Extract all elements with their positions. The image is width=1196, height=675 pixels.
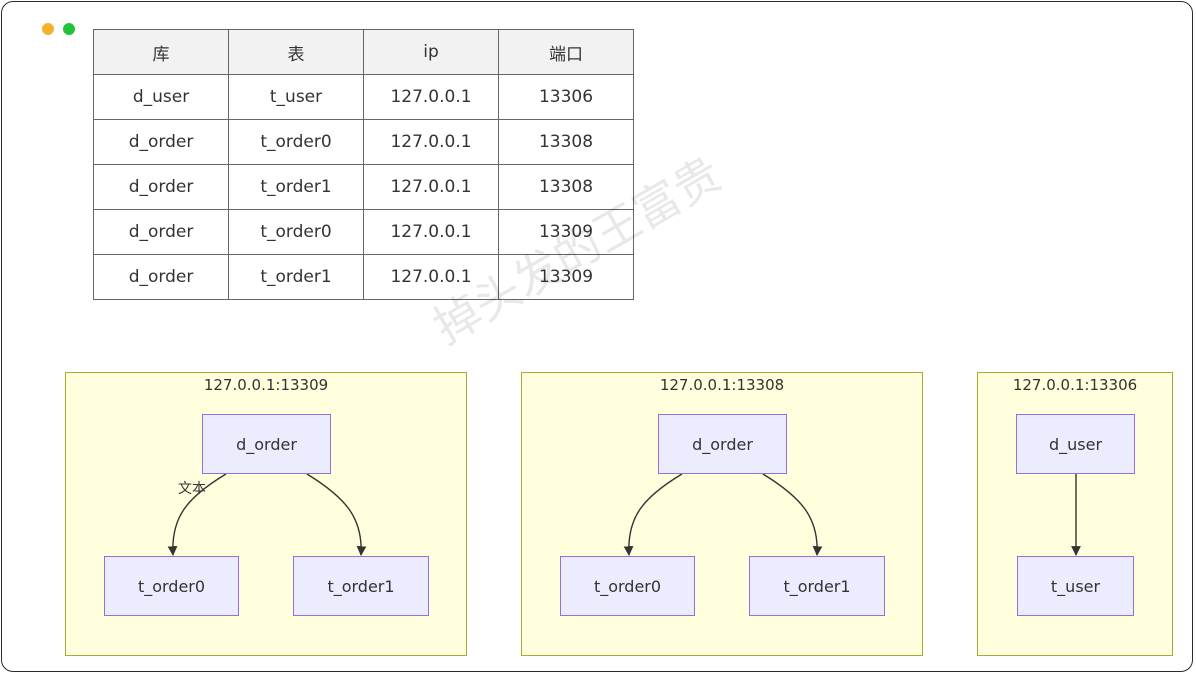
node-d_order[interactable]: d_order xyxy=(202,414,331,474)
cell-db: d_order xyxy=(93,119,229,165)
table-row: d_order t_order0 127.0.0.1 13309 xyxy=(93,209,634,255)
table-header-row: 库 表 ip 端口 xyxy=(93,29,634,75)
edge-d_order-to-t_order1 xyxy=(306,473,367,556)
cell-db: d_order xyxy=(93,254,229,300)
edge-d_order-to-t_order0 xyxy=(623,473,683,556)
cluster-title: 127.0.0.1:13308 xyxy=(659,376,785,394)
header-db: 库 xyxy=(93,29,229,75)
cell-table: t_order0 xyxy=(228,209,364,255)
cell-ip: 127.0.0.1 xyxy=(363,119,499,165)
cluster-13309: 127.0.0.1:13309 d_order 文本 t_order0 t_or… xyxy=(65,372,467,656)
minimize-dot-icon[interactable] xyxy=(42,23,54,35)
cell-table: t_order0 xyxy=(228,119,364,165)
edge-d_order-to-t_order1 xyxy=(762,473,823,556)
cell-port: 13309 xyxy=(498,254,634,300)
cell-db: d_order xyxy=(93,164,229,210)
cell-db: d_order xyxy=(93,209,229,255)
node-t_order0[interactable]: t_order0 xyxy=(560,556,695,616)
cell-ip: 127.0.0.1 xyxy=(363,164,499,210)
header-ip: ip xyxy=(363,29,499,75)
table-row: d_order t_order0 127.0.0.1 13308 xyxy=(93,119,634,165)
table-row: d_order t_order1 127.0.0.1 13308 xyxy=(93,164,634,210)
node-t_user[interactable]: t_user xyxy=(1017,556,1134,616)
node-t_order0[interactable]: t_order0 xyxy=(104,556,239,616)
edge-label: 文本 xyxy=(178,481,206,497)
cell-table: t_order1 xyxy=(228,164,364,210)
cluster-title: 127.0.0.1:13309 xyxy=(203,376,329,394)
table-row: d_order t_order1 127.0.0.1 13309 xyxy=(93,254,634,300)
header-table: 表 xyxy=(228,29,364,75)
cell-port: 13306 xyxy=(498,74,634,120)
shard-table: 库 表 ip 端口 d_user t_user 127.0.0.1 13306 … xyxy=(93,29,634,300)
cluster-13308: 127.0.0.1:13308 d_order t_order0 t_order… xyxy=(521,372,923,656)
cell-ip: 127.0.0.1 xyxy=(363,74,499,120)
cell-ip: 127.0.0.1 xyxy=(363,254,499,300)
header-port: 端口 xyxy=(498,29,634,75)
cell-port: 13308 xyxy=(498,164,634,210)
cluster-13306: 127.0.0.1:13306 d_user t_user xyxy=(977,372,1173,656)
cell-ip: 127.0.0.1 xyxy=(363,209,499,255)
node-d_user[interactable]: d_user xyxy=(1016,414,1135,474)
cell-table: t_order1 xyxy=(228,254,364,300)
cell-table: t_user xyxy=(228,74,364,120)
node-t_order1[interactable]: t_order1 xyxy=(749,556,885,616)
maximize-dot-icon[interactable] xyxy=(63,23,75,35)
cell-port: 13308 xyxy=(498,119,634,165)
cell-db: d_user xyxy=(93,74,229,120)
table-row: d_user t_user 127.0.0.1 13306 xyxy=(93,74,634,120)
cell-port: 13309 xyxy=(498,209,634,255)
node-t_order1[interactable]: t_order1 xyxy=(293,556,429,616)
node-d_order[interactable]: d_order xyxy=(658,414,787,474)
cluster-title: 127.0.0.1:13306 xyxy=(1012,376,1138,394)
